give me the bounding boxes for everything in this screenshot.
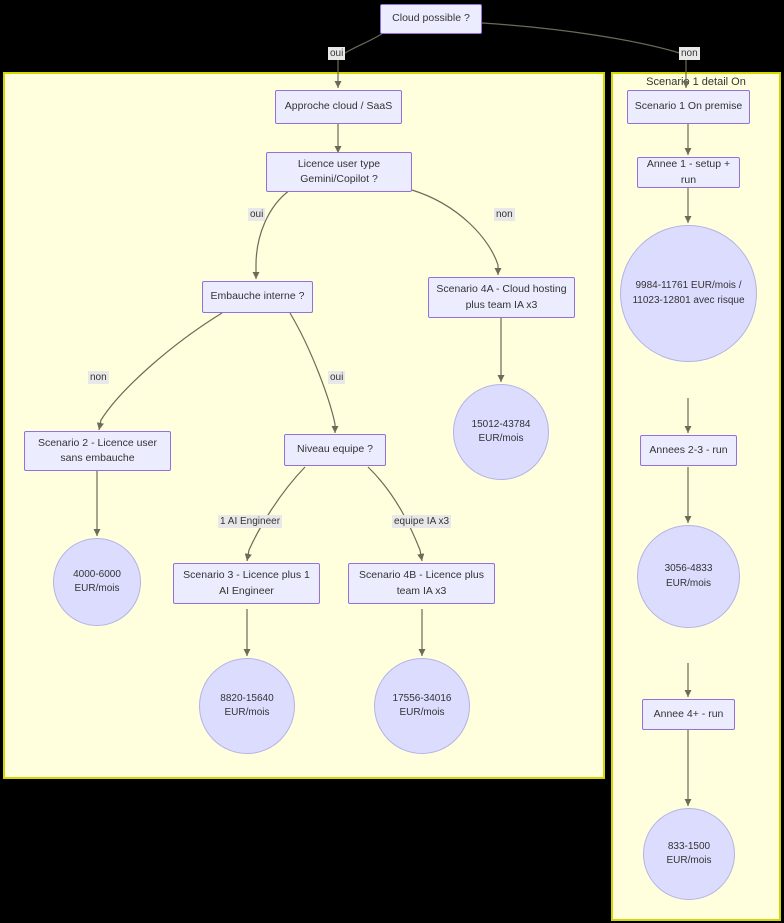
node-annee-1-label: Annee 1 - setup + run [646, 158, 731, 186]
edge-label-licence-no: non [494, 208, 515, 221]
node-scenario-4b-result[interactable]: 17556-34016 EUR/mois [374, 658, 470, 754]
node-scenario-4a-result-label: 15012-43784 EUR/mois [471, 418, 531, 445]
edge-label-licence-yes: oui [248, 208, 266, 221]
node-scenario-4a-result[interactable]: 15012-43784 EUR/mois [453, 384, 549, 480]
node-scenario-4a-line1: Scenario 4A - Cloud hosting [436, 283, 567, 296]
node-scenario-2-line2: sans embauche [60, 452, 135, 464]
node-scenario-4b-result-label: 17556-34016 EUR/mois [392, 692, 452, 719]
node-scenario-3-result[interactable]: 8820-15640 EUR/mois [199, 658, 295, 754]
node-licence-user-type[interactable]: Licence user type Gemini/Copilot ? [266, 152, 412, 192]
node-embauche-interne[interactable]: Embauche interne ? [202, 281, 313, 313]
node-annee-4-result-label: 833-1500 EUR/mois [666, 840, 712, 867]
node-scenario-3[interactable]: Scenario 3 - Licence plus 1 AI Engineer [173, 563, 320, 604]
node-annees-2-3[interactable]: Annees 2-3 - run [640, 435, 737, 466]
subgraph-right-title: Scenario 1 detail On [646, 76, 746, 88]
node-scenario-4a[interactable]: Scenario 4A - Cloud hosting plus team IA… [428, 277, 575, 318]
node-scenario-4b-line2: team IA x3 [396, 584, 447, 597]
node-annees-2-3-result[interactable]: 3056-4833 EUR/mois [637, 525, 740, 628]
node-annee-1-result-line1: 9984-11761 EUR/mois / [635, 280, 742, 291]
node-scenario-3-line2: AI Engineer [219, 584, 274, 597]
node-scenario-4a-line2: plus team IA x3 [465, 298, 538, 311]
node-scenario-3-result-label: 8820-15640 EUR/mois [220, 692, 274, 719]
node-scenario-1-label: Scenario 1 On premise [634, 100, 743, 113]
node-annee-1-result-line2: 11023-12801 avec risque [632, 294, 745, 306]
edge-label-root-no: non [679, 47, 700, 60]
edge-label-niveau-one-engineer: 1 AI Engineer [218, 515, 283, 528]
node-scenario-2[interactable]: Scenario 2 - Licence user sans embauche [24, 431, 171, 471]
node-root-label: Cloud possible ? [392, 12, 470, 25]
node-annees-2-3-label: Annees 2-3 - run [649, 443, 728, 456]
subgraph-right-onpremise [611, 72, 781, 921]
node-embauche-label: Embauche interne ? [210, 290, 305, 303]
node-licence-line2: Gemini/Copilot ? [300, 173, 378, 185]
node-annee-1-result[interactable]: 9984-11761 EUR/mois / 11023-12801 avec r… [620, 225, 757, 362]
node-annees-2-3-result-label: 3056-4833 EUR/mois [664, 563, 713, 589]
node-approche-cloud-saas[interactable]: Approche cloud / SaaS [275, 90, 402, 124]
edge-label-niveau-team: equipe IA x3 [392, 515, 452, 528]
node-root-cloud-possible[interactable]: Cloud possible ? [380, 4, 482, 34]
node-scenario-2-line1: Scenario 2 - Licence user [37, 436, 158, 449]
node-scenario-2-result-label: 4000-6000 EUR/mois [73, 568, 121, 595]
node-annee-4-plus[interactable]: Annee 4+ - run [642, 699, 735, 730]
node-scenario-1-on-premise[interactable]: Scenario 1 On premise [627, 90, 750, 124]
node-scenario-4b-line1: Scenario 4B - Licence plus [359, 569, 484, 582]
node-scenario-2-result[interactable]: 4000-6000 EUR/mois [53, 538, 141, 626]
node-scenario-3-line1: Scenario 3 - Licence plus 1 [183, 569, 310, 582]
node-niveau-equipe[interactable]: Niveau equipe ? [284, 434, 386, 466]
edge-label-root-yes: oui [328, 47, 346, 60]
node-annee-4-result[interactable]: 833-1500 EUR/mois [643, 808, 735, 900]
node-approche-label: Approche cloud / SaaS [284, 100, 393, 113]
node-niveau-label: Niveau equipe ? [297, 443, 373, 456]
edge-label-embauche-yes: oui [328, 371, 346, 384]
node-annee-1[interactable]: Annee 1 - setup + run [637, 157, 740, 188]
node-licence-line1: Licence user type [297, 157, 381, 170]
edge-label-embauche-no: non [88, 371, 109, 384]
node-annee-4-label: Annee 4+ - run [653, 707, 724, 720]
node-scenario-4b[interactable]: Scenario 4B - Licence plus team IA x3 [348, 563, 495, 604]
